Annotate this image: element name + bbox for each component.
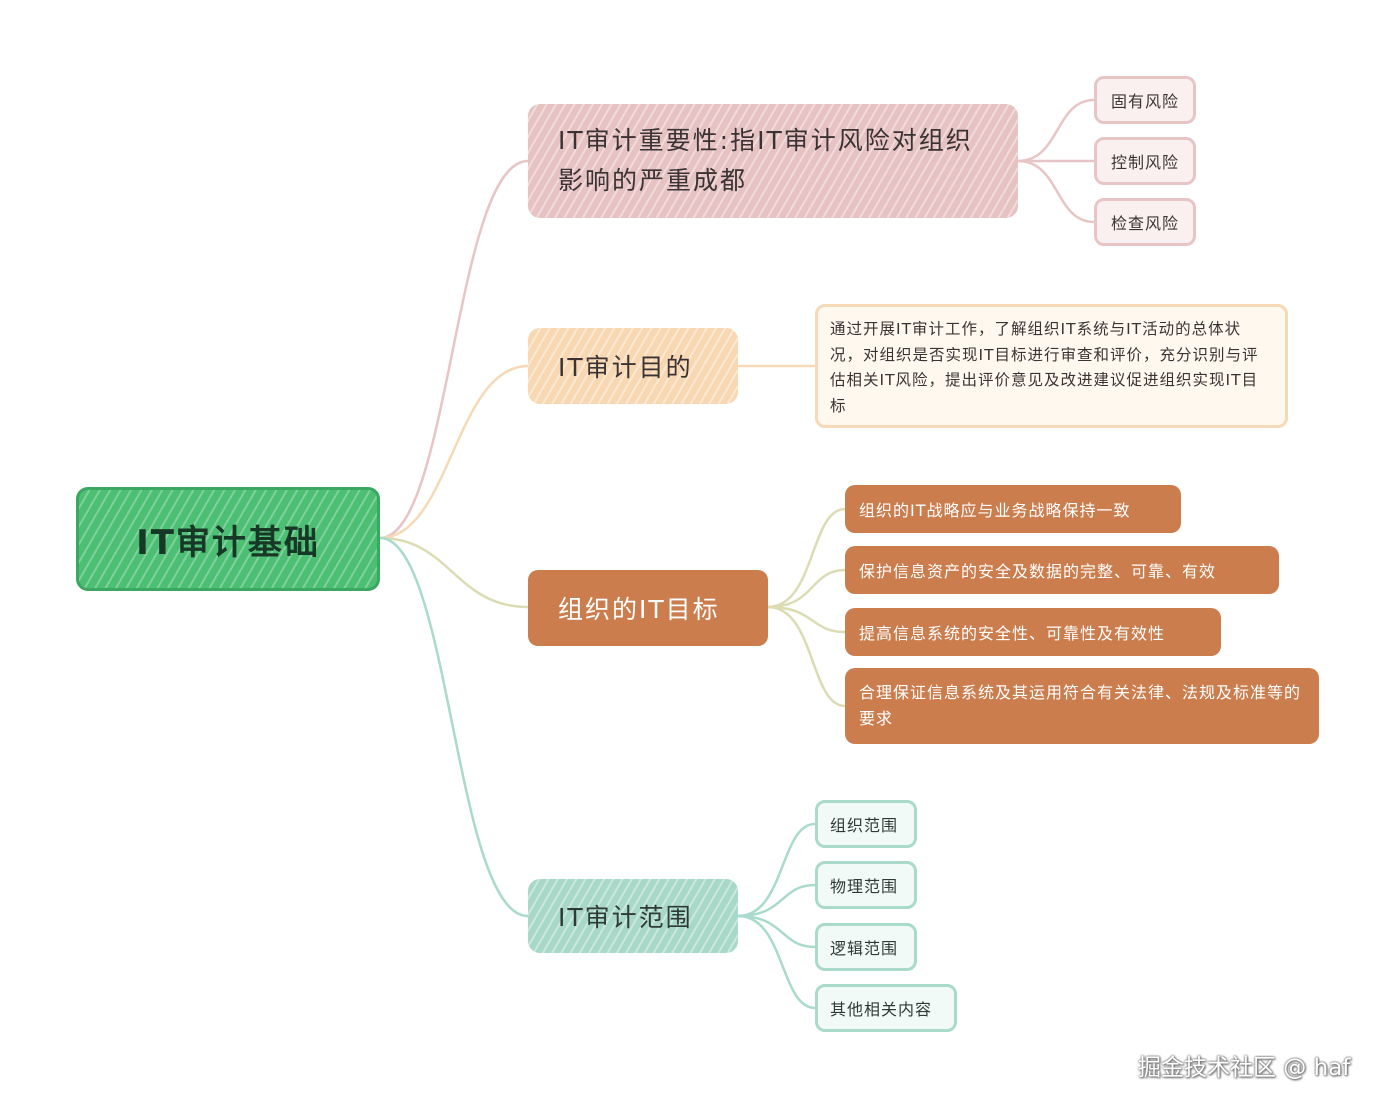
- leaf-objective-system-effectiveness[interactable]: 提高信息系统的安全性、可靠性及有效性: [845, 608, 1221, 656]
- leaf-objective-asset-protection[interactable]: 保护信息资产的安全及数据的完整、可靠、有效: [845, 546, 1279, 594]
- connector-root-importance: [378, 159, 530, 540]
- leaf-label: 固有风险: [1110, 92, 1179, 111]
- leaf-inherent-risk[interactable]: 固有风险: [1094, 76, 1196, 124]
- connector-objectives-leaf-2: [766, 568, 847, 609]
- leaf-scope-physical[interactable]: 物理范围: [815, 861, 917, 909]
- root-label: IT审计基础: [136, 522, 320, 563]
- connector-objectives-leaf-4: [766, 605, 847, 708]
- root-node[interactable]: IT审计基础: [76, 487, 380, 591]
- leaf-scope-other[interactable]: 其他相关内容: [815, 984, 957, 1032]
- leaf-label: 提高信息系统的安全性、可靠性及有效性: [859, 624, 1166, 643]
- leaf-label: 逻辑范围: [830, 939, 899, 958]
- connector-root-scope: [378, 536, 530, 918]
- leaf-detection-risk[interactable]: 检查风险: [1094, 198, 1196, 246]
- leaf-purpose-description[interactable]: 通过开展IT审计工作，了解组织IT系统与IT活动的总体状况，对组织是否实现IT目…: [815, 304, 1288, 428]
- connector-objectives-leaf-3: [766, 605, 847, 634]
- branch-label: IT审计重要性:指IT审计风险对组织影响的严重成都: [558, 126, 973, 195]
- leaf-label: 控制风险: [1110, 153, 1179, 172]
- leaf-objective-legal-compliance[interactable]: 合理保证信息系统及其运用符合有关法律、法规及标准等的要求: [845, 668, 1319, 744]
- connector-importance-leaf-3: [1016, 159, 1096, 224]
- branch-it-audit-scope[interactable]: IT审计范围: [528, 879, 738, 953]
- branch-label: 组织的IT目标: [558, 595, 720, 624]
- leaf-label: 检查风险: [1110, 214, 1179, 233]
- leaf-label: 通过开展IT审计工作，了解组织IT系统与IT活动的总体状况，对组织是否实现IT目…: [830, 320, 1259, 415]
- leaf-label: 合理保证信息系统及其运用符合有关法律、法规及标准等的要求: [859, 683, 1302, 728]
- leaf-control-risk[interactable]: 控制风险: [1094, 137, 1196, 185]
- branch-label: IT审计范围: [558, 903, 693, 932]
- leaf-label: 组织范围: [830, 816, 899, 835]
- watermark-text: 掘金技术社区 @ haf: [1138, 1055, 1351, 1081]
- leaf-label: 其他相关内容: [830, 1000, 933, 1019]
- branch-it-audit-importance[interactable]: IT审计重要性:指IT审计风险对组织影响的严重成都: [528, 104, 1018, 218]
- branch-label: IT审计目的: [558, 353, 693, 382]
- leaf-scope-logical[interactable]: 逻辑范围: [815, 923, 917, 971]
- leaf-label: 物理范围: [830, 877, 899, 896]
- leaf-label: 组织的IT战略应与业务战略保持一致: [859, 501, 1131, 520]
- connector-importance-leaf-1: [1016, 98, 1096, 163]
- connector-objectives-leaf-1: [766, 507, 847, 609]
- connector-scope-leaf-1: [736, 822, 817, 918]
- connector-root-purpose: [378, 364, 530, 540]
- connector-scope-leaf-3: [736, 914, 817, 949]
- connector-root-objectives: [378, 536, 530, 609]
- branch-organization-it-objectives[interactable]: 组织的IT目标: [528, 570, 768, 646]
- leaf-label: 保护信息资产的安全及数据的完整、可靠、有效: [859, 562, 1217, 581]
- branch-it-audit-purpose[interactable]: IT审计目的: [528, 328, 738, 404]
- connector-scope-leaf-4: [736, 914, 817, 1010]
- connector-scope-leaf-2: [736, 883, 817, 918]
- leaf-objective-strategy-alignment[interactable]: 组织的IT战略应与业务战略保持一致: [845, 485, 1181, 533]
- leaf-scope-organization[interactable]: 组织范围: [815, 800, 917, 848]
